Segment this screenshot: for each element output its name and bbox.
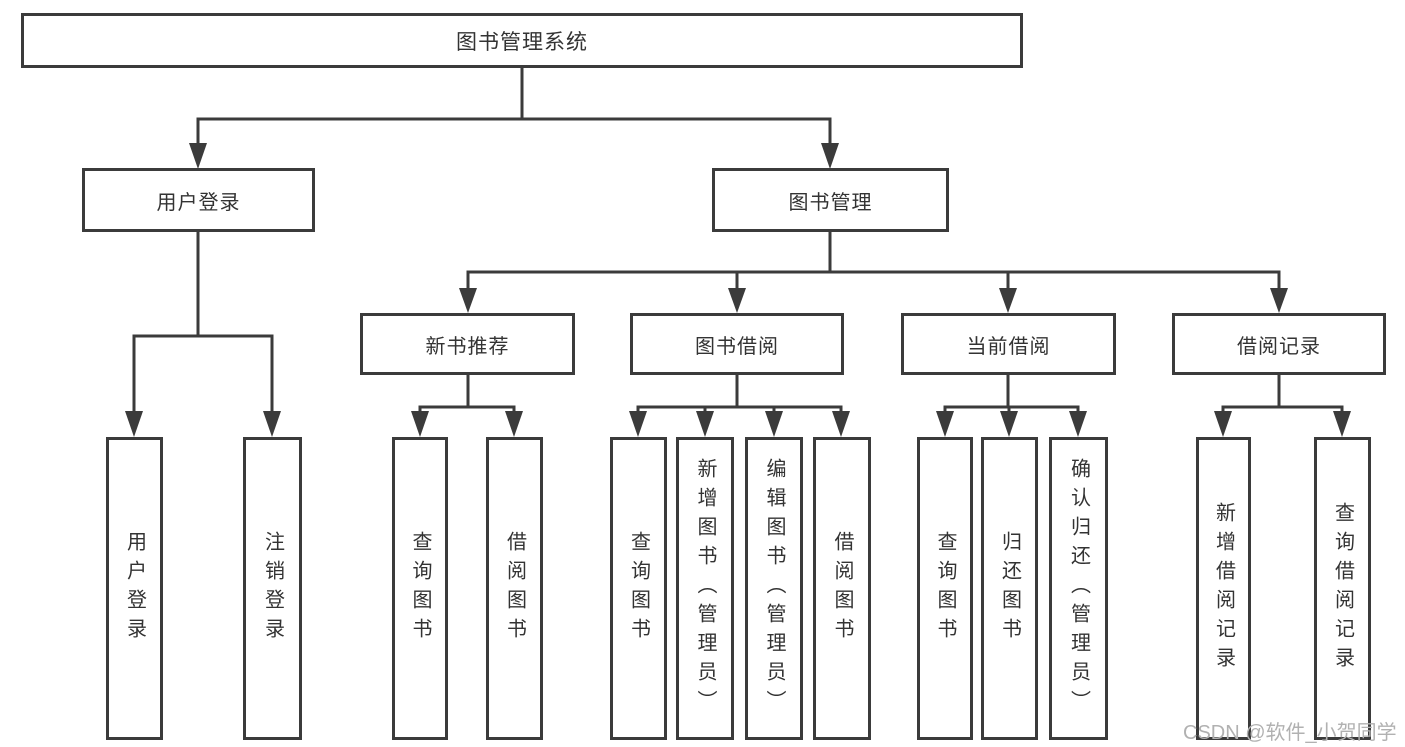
node-leaf-user-login-label: 用户登录 xyxy=(123,530,146,647)
node-leaf-br-add-record-label: 新增借阅记录 xyxy=(1212,501,1235,676)
node-book-borrow: 图书借阅 xyxy=(630,313,844,375)
node-user-login-group-label: 用户登录 xyxy=(156,191,241,214)
node-leaf-bb-query-book: 查询图书 xyxy=(610,437,667,740)
node-leaf-bb-edit-book-label: 编辑图书（管理员） xyxy=(763,458,785,719)
node-leaf-logout-label: 注销登录 xyxy=(261,530,284,647)
node-user-login-group: 用户登录 xyxy=(82,168,315,232)
node-leaf-nb-query-book-label: 查询图书 xyxy=(409,530,431,647)
node-leaf-br-query-record: 查询借阅记录 xyxy=(1314,437,1371,740)
connector-borrow-records-group xyxy=(1214,375,1351,437)
node-leaf-cb-confirm-return-label: 确认归还（管理员） xyxy=(1067,458,1090,719)
connector-book-borrow-group xyxy=(629,375,850,437)
node-borrow-records-label: 借阅记录 xyxy=(1237,335,1321,358)
node-current-borrow: 当前借阅 xyxy=(901,313,1116,375)
node-new-book-rec: 新书推荐 xyxy=(360,313,575,375)
node-leaf-logout: 注销登录 xyxy=(243,437,302,740)
node-leaf-cb-return-book: 归还图书 xyxy=(981,437,1038,740)
node-leaf-br-add-record: 新增借阅记录 xyxy=(1196,437,1251,740)
node-leaf-br-query-record-label: 查询借阅记录 xyxy=(1331,501,1354,676)
node-leaf-cb-return-book-label: 归还图书 xyxy=(998,530,1021,647)
node-leaf-bb-add-book: 新增图书（管理员） xyxy=(676,437,734,740)
connector-current-borrow-group xyxy=(936,375,1087,437)
node-book-mgmt-group-label: 图书管理 xyxy=(788,191,873,214)
node-leaf-user-login: 用户登录 xyxy=(106,437,163,740)
node-leaf-cb-confirm-return: 确认归还（管理员） xyxy=(1049,437,1108,740)
node-book-borrow-label: 图书借阅 xyxy=(695,335,779,358)
connector-root-to-level1 xyxy=(189,68,839,169)
node-leaf-cb-query-book: 查询图书 xyxy=(917,437,973,740)
node-new-book-rec-label: 新书推荐 xyxy=(425,335,510,358)
connector-user-login-group xyxy=(125,232,281,437)
node-borrow-records: 借阅记录 xyxy=(1172,313,1386,375)
node-leaf-bb-add-book-label: 新增图书（管理员） xyxy=(694,458,716,719)
node-leaf-bb-borrow-book: 借阅图书 xyxy=(813,437,871,740)
node-root-label: 图书管理系统 xyxy=(456,30,588,54)
node-leaf-nb-borrow-book: 借阅图书 xyxy=(486,437,543,740)
node-leaf-bb-edit-book: 编辑图书（管理员） xyxy=(745,437,803,740)
csdn-watermark: CSDN @软件_小贺同学 xyxy=(1183,722,1397,744)
node-leaf-bb-query-book-label: 查询图书 xyxy=(627,530,650,647)
node-leaf-nb-query-book: 查询图书 xyxy=(392,437,448,740)
connector-book-mgmt-group xyxy=(459,232,1288,313)
node-current-borrow-label: 当前借阅 xyxy=(966,335,1051,358)
node-leaf-cb-query-book-label: 查询图书 xyxy=(934,530,956,647)
node-root: 图书管理系统 xyxy=(21,13,1023,68)
connector-new-book-group xyxy=(411,375,523,437)
node-leaf-nb-borrow-book-label: 借阅图书 xyxy=(503,530,526,647)
node-leaf-bb-borrow-book-label: 借阅图书 xyxy=(831,530,853,647)
node-book-mgmt-group: 图书管理 xyxy=(712,168,949,232)
